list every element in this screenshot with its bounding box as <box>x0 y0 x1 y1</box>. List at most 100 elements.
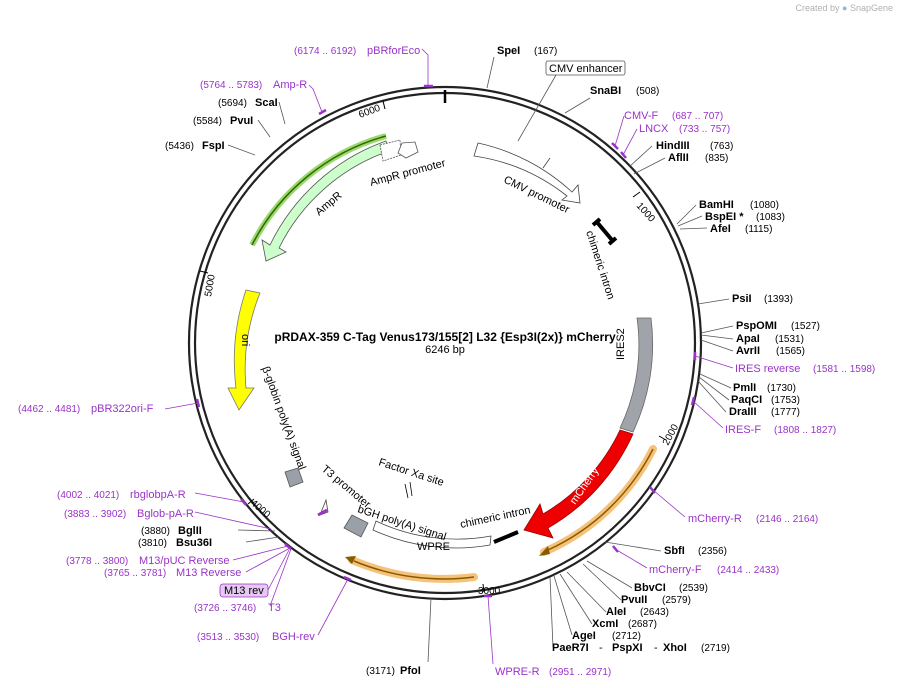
wpre-orf-line <box>353 560 475 580</box>
primer-bglob-name[interactable]: Bglob-pA-R <box>137 508 194 520</box>
site-bsu36i-pos: (3810) <box>138 538 167 549</box>
leader-ampr-primer <box>308 84 323 113</box>
primer-m13puc-name[interactable]: M13/pUC Reverse <box>139 555 229 567</box>
site-apai-name[interactable]: ApaI <box>736 333 760 345</box>
site-fspi-name[interactable]: FspI <box>202 140 225 152</box>
site-pvuii-name[interactable]: PvuII <box>621 594 647 606</box>
site-sbfi-name[interactable]: SbfI <box>664 545 685 557</box>
site-pmli-name[interactable]: PmlI <box>733 382 756 394</box>
ampr-promoter-part <box>379 139 402 162</box>
primer-m13reverse-name[interactable]: M13 Reverse <box>176 567 241 579</box>
site-spei-name[interactable]: SpeI <box>497 45 520 57</box>
leader-draiii <box>697 380 727 413</box>
mcherry-orf-line <box>547 448 654 551</box>
primer-mcherryf-name[interactable]: mCherry-F <box>649 564 702 576</box>
wpre-feature[interactable] <box>372 520 492 549</box>
site-pfoi-name[interactable]: PfoI <box>400 665 421 677</box>
globin-label: β-globin poly(A) signal <box>259 365 308 472</box>
site-psii-name[interactable]: PsiI <box>732 293 752 305</box>
primer-t3-range: (3726 .. 3746) <box>194 603 256 614</box>
site-bbvci-name[interactable]: BbvCI <box>634 582 666 594</box>
site-xcmi-name[interactable]: XcmI <box>592 618 618 630</box>
site-bsu36i-name[interactable]: Bsu36I <box>176 537 212 549</box>
chimeric-intron-2-feature[interactable] <box>493 530 519 544</box>
leader-snabi <box>564 97 591 114</box>
site-avrii-pos: (1565) <box>776 346 805 357</box>
globin-polya-feature[interactable] <box>284 467 304 488</box>
leader-cmvf <box>614 115 625 147</box>
leader-sbfi <box>604 541 662 552</box>
primer-mcherryr-name[interactable]: mCherry-R <box>688 513 742 525</box>
mcherry-highlight <box>540 445 657 556</box>
site-pfoi-pos: (3171) <box>366 666 395 677</box>
bgh-polya-feature[interactable] <box>343 514 369 538</box>
site-paqci-pos: (1753) <box>771 395 800 406</box>
cmv-enhancer-label: CMV enhancer <box>549 63 623 75</box>
ampr-feature[interactable] <box>261 140 390 262</box>
primer-pbrforeco-name[interactable]: pBRforEco <box>367 45 420 57</box>
chimeric-intron-2-label: chimeric intron <box>459 504 531 531</box>
site-paer7i-name[interactable]: PaeR7I <box>552 642 589 654</box>
site-pspomi-pos: (1527) <box>791 321 820 332</box>
primer-pbr322ori-name[interactable]: pBR322ori-F <box>91 403 154 415</box>
primer-t3-name[interactable]: T3 <box>268 602 281 614</box>
factor-xa-feature[interactable] <box>404 481 413 499</box>
site-pvui-name[interactable]: PvuI <box>230 115 253 127</box>
site-bamhi-pos: (1080) <box>750 200 779 211</box>
leader-bghrev <box>317 578 349 636</box>
primer-rbglob-name[interactable]: rbglobpA-R <box>130 489 186 501</box>
leader-pvuii <box>582 563 622 601</box>
primer-ampr-range: (5764 .. 5783) <box>200 80 262 91</box>
primer-cmvf-range: (687 .. 707) <box>672 111 723 122</box>
site-agei-name[interactable]: AgeI <box>572 630 596 642</box>
primer-bghrev-name[interactable]: BGH-rev <box>272 631 315 643</box>
primer-ampr-name[interactable]: Amp-R <box>273 79 307 91</box>
cmv-enhancer-box[interactable] <box>545 60 626 76</box>
ires2-feature[interactable] <box>619 317 654 433</box>
site-alei-name[interactable]: AleI <box>606 606 626 618</box>
m13rev-box[interactable] <box>219 583 269 598</box>
site-aflii-name[interactable]: AflII <box>668 152 689 164</box>
site-bglii-name[interactable]: BglII <box>178 525 202 537</box>
primer-rbglob-range: (4002 .. 4021) <box>57 490 119 501</box>
mcherry-feature[interactable] <box>523 429 634 539</box>
site-afei-pos: (1115) <box>745 224 772 235</box>
leader-m13puc <box>232 545 289 561</box>
leader-ires-reverse <box>694 355 734 369</box>
primer-wprer-range: (2951 .. 2971) <box>549 667 611 678</box>
site-afei-name[interactable]: AfeI <box>710 223 731 235</box>
site-snabi-pos: (508) <box>636 86 659 97</box>
primer-cmvf-name[interactable]: CMV-F <box>624 110 659 122</box>
primer-wprer-name[interactable]: WPRE-R <box>495 666 540 678</box>
chimeric-intron-1-feature[interactable] <box>591 217 618 246</box>
site-snabi-name[interactable]: SnaBI <box>590 85 621 97</box>
leader-alei <box>566 571 607 613</box>
ori-feature[interactable] <box>227 289 261 411</box>
site-pspomi-name[interactable]: PspOMI <box>736 320 777 332</box>
site-scai-name[interactable]: ScaI <box>255 97 278 109</box>
leader-bglob <box>194 511 272 530</box>
site-bspei-name[interactable]: BspEI * <box>705 211 744 223</box>
primer-ires-reverse-name[interactable]: IRES reverse <box>735 363 800 375</box>
leader-fspi <box>227 144 256 156</box>
site-hindiii-name[interactable]: HindIII <box>656 140 690 152</box>
primer-lncx-name[interactable]: LNCX <box>639 123 669 135</box>
cmv-promoter-feature[interactable] <box>473 142 581 204</box>
site-paqci-name[interactable]: PaqCI <box>731 394 762 406</box>
site-xhoi-pos: (2719) <box>701 643 730 654</box>
ori-label: ori <box>239 334 251 346</box>
site-pvuii-pos: (2579) <box>662 595 691 606</box>
site-avrii-name[interactable]: AvrII <box>736 345 760 357</box>
leader-m13reverse <box>245 547 291 573</box>
ampr-promoter-feature[interactable] <box>397 141 419 159</box>
primer-iresf-name[interactable]: IRES-F <box>725 424 761 436</box>
site-bamhi-name[interactable]: BamHI <box>699 199 734 211</box>
site-psii-pos: (1393) <box>764 294 793 305</box>
wpre-orf-arrowhead <box>345 556 356 564</box>
site-xhoi-name[interactable]: XhoI <box>663 642 687 654</box>
site-draiii-name[interactable]: DraIII <box>729 406 757 418</box>
leader-bbvci <box>586 560 633 589</box>
site-pspxi-name[interactable]: PspXI <box>612 642 643 654</box>
m13rev-label: M13 rev <box>224 585 264 597</box>
credit-prefix: Created by <box>795 3 840 13</box>
